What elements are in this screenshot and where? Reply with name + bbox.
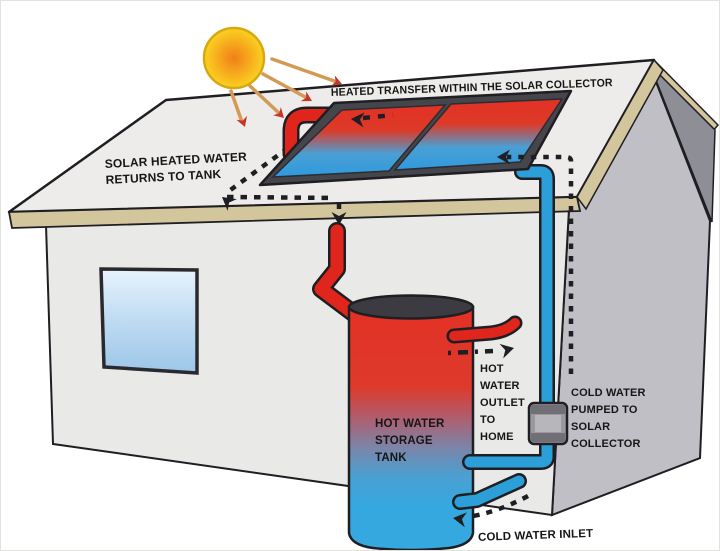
hot-pipe-outlet [446, 315, 523, 344]
cold-flow-path [497, 149, 574, 374]
hot-pipe-drop-to-tank [312, 222, 362, 322]
label-storage-tank: HOT WATER STORAGE TANK [375, 418, 448, 464]
tank-body [347, 305, 475, 550]
tank-top [347, 294, 475, 320]
pump-body-highlight [535, 415, 561, 432]
eave-fascia [7, 196, 582, 229]
pump-top-band [531, 405, 565, 414]
hot-water-storage-tank [347, 294, 475, 550]
label-cold-water-inlet: COLD WATER INLET [478, 528, 594, 544]
sun-and-rays [202, 26, 344, 129]
cold-pipe-riser [514, 164, 555, 417]
sun-rays [229, 57, 339, 124]
sun-icon [202, 26, 266, 90]
collector-panel-right [393, 98, 564, 171]
cold-pipe-inlet [452, 473, 527, 510]
outlet-flow-arrow [447, 340, 516, 359]
window [99, 267, 199, 375]
solar-collector [258, 89, 573, 187]
collector-flow-arrow [350, 111, 394, 128]
return-flow-path [217, 146, 347, 225]
pump [527, 401, 569, 446]
hot-pipe-collector-out [282, 106, 351, 163]
gable-fascia [576, 58, 664, 211]
cold-pipe-to-tank [462, 431, 555, 470]
pump-bottom-band [531, 433, 565, 442]
label-hot-water-outlet: HOT WATER OUTLET TO HOME [480, 363, 528, 443]
label-cold-water-pumped: COLD WATER PUMPED TO SOLAR COLLECTOR [571, 387, 649, 450]
collector-panel-left [271, 104, 447, 178]
back-roof-slope [649, 64, 716, 223]
